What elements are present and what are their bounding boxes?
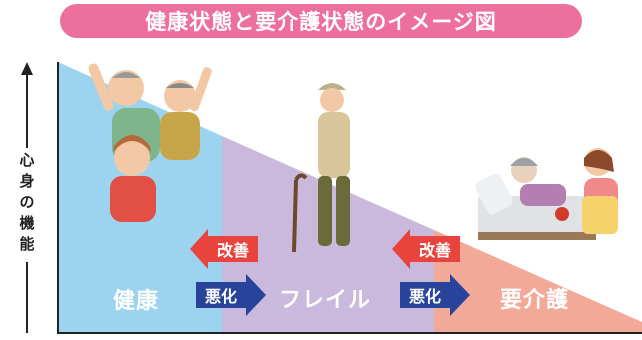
y-axis-label-char: の bbox=[19, 193, 35, 211]
worsen-label-2: 悪化 bbox=[408, 287, 441, 306]
caregiver-patient-illustration bbox=[475, 148, 618, 240]
improve-label-1: 改善 bbox=[216, 241, 249, 260]
y-axis-label-char: 機 bbox=[19, 214, 35, 232]
y-axis-label: 心身の機能 bbox=[16, 150, 38, 255]
y-axis-label-char: 心 bbox=[19, 151, 35, 169]
care-zone bbox=[434, 230, 642, 333]
title-text: 健康状態と要介護状態のイメージ図 bbox=[145, 10, 497, 34]
elderly-man-with-cane-illustration bbox=[292, 83, 350, 253]
stage-label-frail: フレイル bbox=[279, 288, 372, 313]
title-banner: 健康状態と要介護状態のイメージ図 bbox=[60, 4, 582, 38]
stage-label-healthy: 健康 bbox=[113, 289, 160, 314]
worsen-label-1: 悪化 bbox=[204, 287, 237, 306]
y-axis-arrowhead bbox=[21, 62, 33, 75]
improve-label-2: 改善 bbox=[418, 241, 451, 260]
worsen-arrow-2 bbox=[400, 274, 470, 316]
y-axis-label-char: 身 bbox=[19, 172, 35, 190]
y-axis-label-char: 能 bbox=[19, 235, 35, 253]
elderly-group-illustration bbox=[88, 63, 212, 222]
improve-arrow-2 bbox=[392, 229, 460, 269]
y-axis-label-text: 心身の機能 bbox=[19, 150, 34, 255]
stage-label-care: 要介護 bbox=[500, 288, 570, 313]
improve-arrow-1 bbox=[190, 229, 258, 269]
worsen-arrow-1 bbox=[196, 274, 266, 316]
